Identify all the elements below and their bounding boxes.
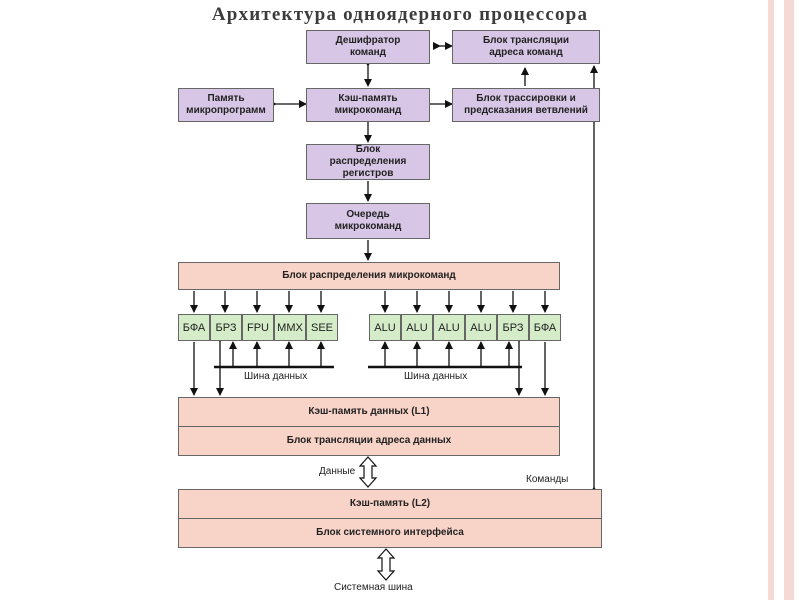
decor-stripe-right xyxy=(784,0,794,600)
commands-label: Команды xyxy=(526,474,569,485)
data-address-translation-block: Блок трансляции адреса данных xyxy=(178,426,560,456)
microcode-cache-block: Кэш-память микрокоманд xyxy=(306,88,430,122)
unit-fpu: FPU xyxy=(242,314,274,341)
unit-alu-1: ALU xyxy=(369,314,401,341)
l2-cache-block: Кэш-память (L2) xyxy=(178,489,602,519)
system-bus-label: Системная шина xyxy=(334,582,413,593)
unit-alu-2: ALU xyxy=(401,314,433,341)
unit-bfa-left: БФА xyxy=(178,314,210,341)
decor-stripe-left xyxy=(768,0,774,600)
microprogram-memory-block: Память микропрограмм xyxy=(178,88,274,122)
unit-alu-3: ALU xyxy=(433,314,465,341)
unit-see: SEE xyxy=(306,314,338,341)
unit-brz-right: БРЗ xyxy=(497,314,529,341)
register-allocation-block: Блок распределения регистров xyxy=(306,144,430,180)
trace-branch-prediction-block: Блок трассировки и предсказания ветвлени… xyxy=(452,88,600,122)
data-bus-label-left: Шина данных xyxy=(244,371,308,382)
unit-brz-left: БРЗ xyxy=(210,314,242,341)
microcode-dispatch-block: Блок распределения микрокоманд xyxy=(178,262,560,290)
microcode-queue-block: Очередь микрокоманд xyxy=(306,203,430,239)
unit-alu-4: ALU xyxy=(465,314,497,341)
unit-bfa-right: БФА xyxy=(529,314,561,341)
diagram-title: Архитектура одноядерного процессора xyxy=(211,4,589,25)
data-bus-label-right: Шина данных xyxy=(404,371,468,382)
unit-mmx: MMX xyxy=(274,314,306,341)
l1-data-cache-block: Кэш-память данных (L1) xyxy=(178,397,560,427)
instruction-decoder-block: Дешифратор команд xyxy=(306,30,430,64)
data-label: Данные xyxy=(319,466,356,477)
instruction-address-translation-block: Блок трансляции адреса команд xyxy=(452,30,600,64)
system-interface-block: Блок системного интерфейса xyxy=(178,518,602,548)
